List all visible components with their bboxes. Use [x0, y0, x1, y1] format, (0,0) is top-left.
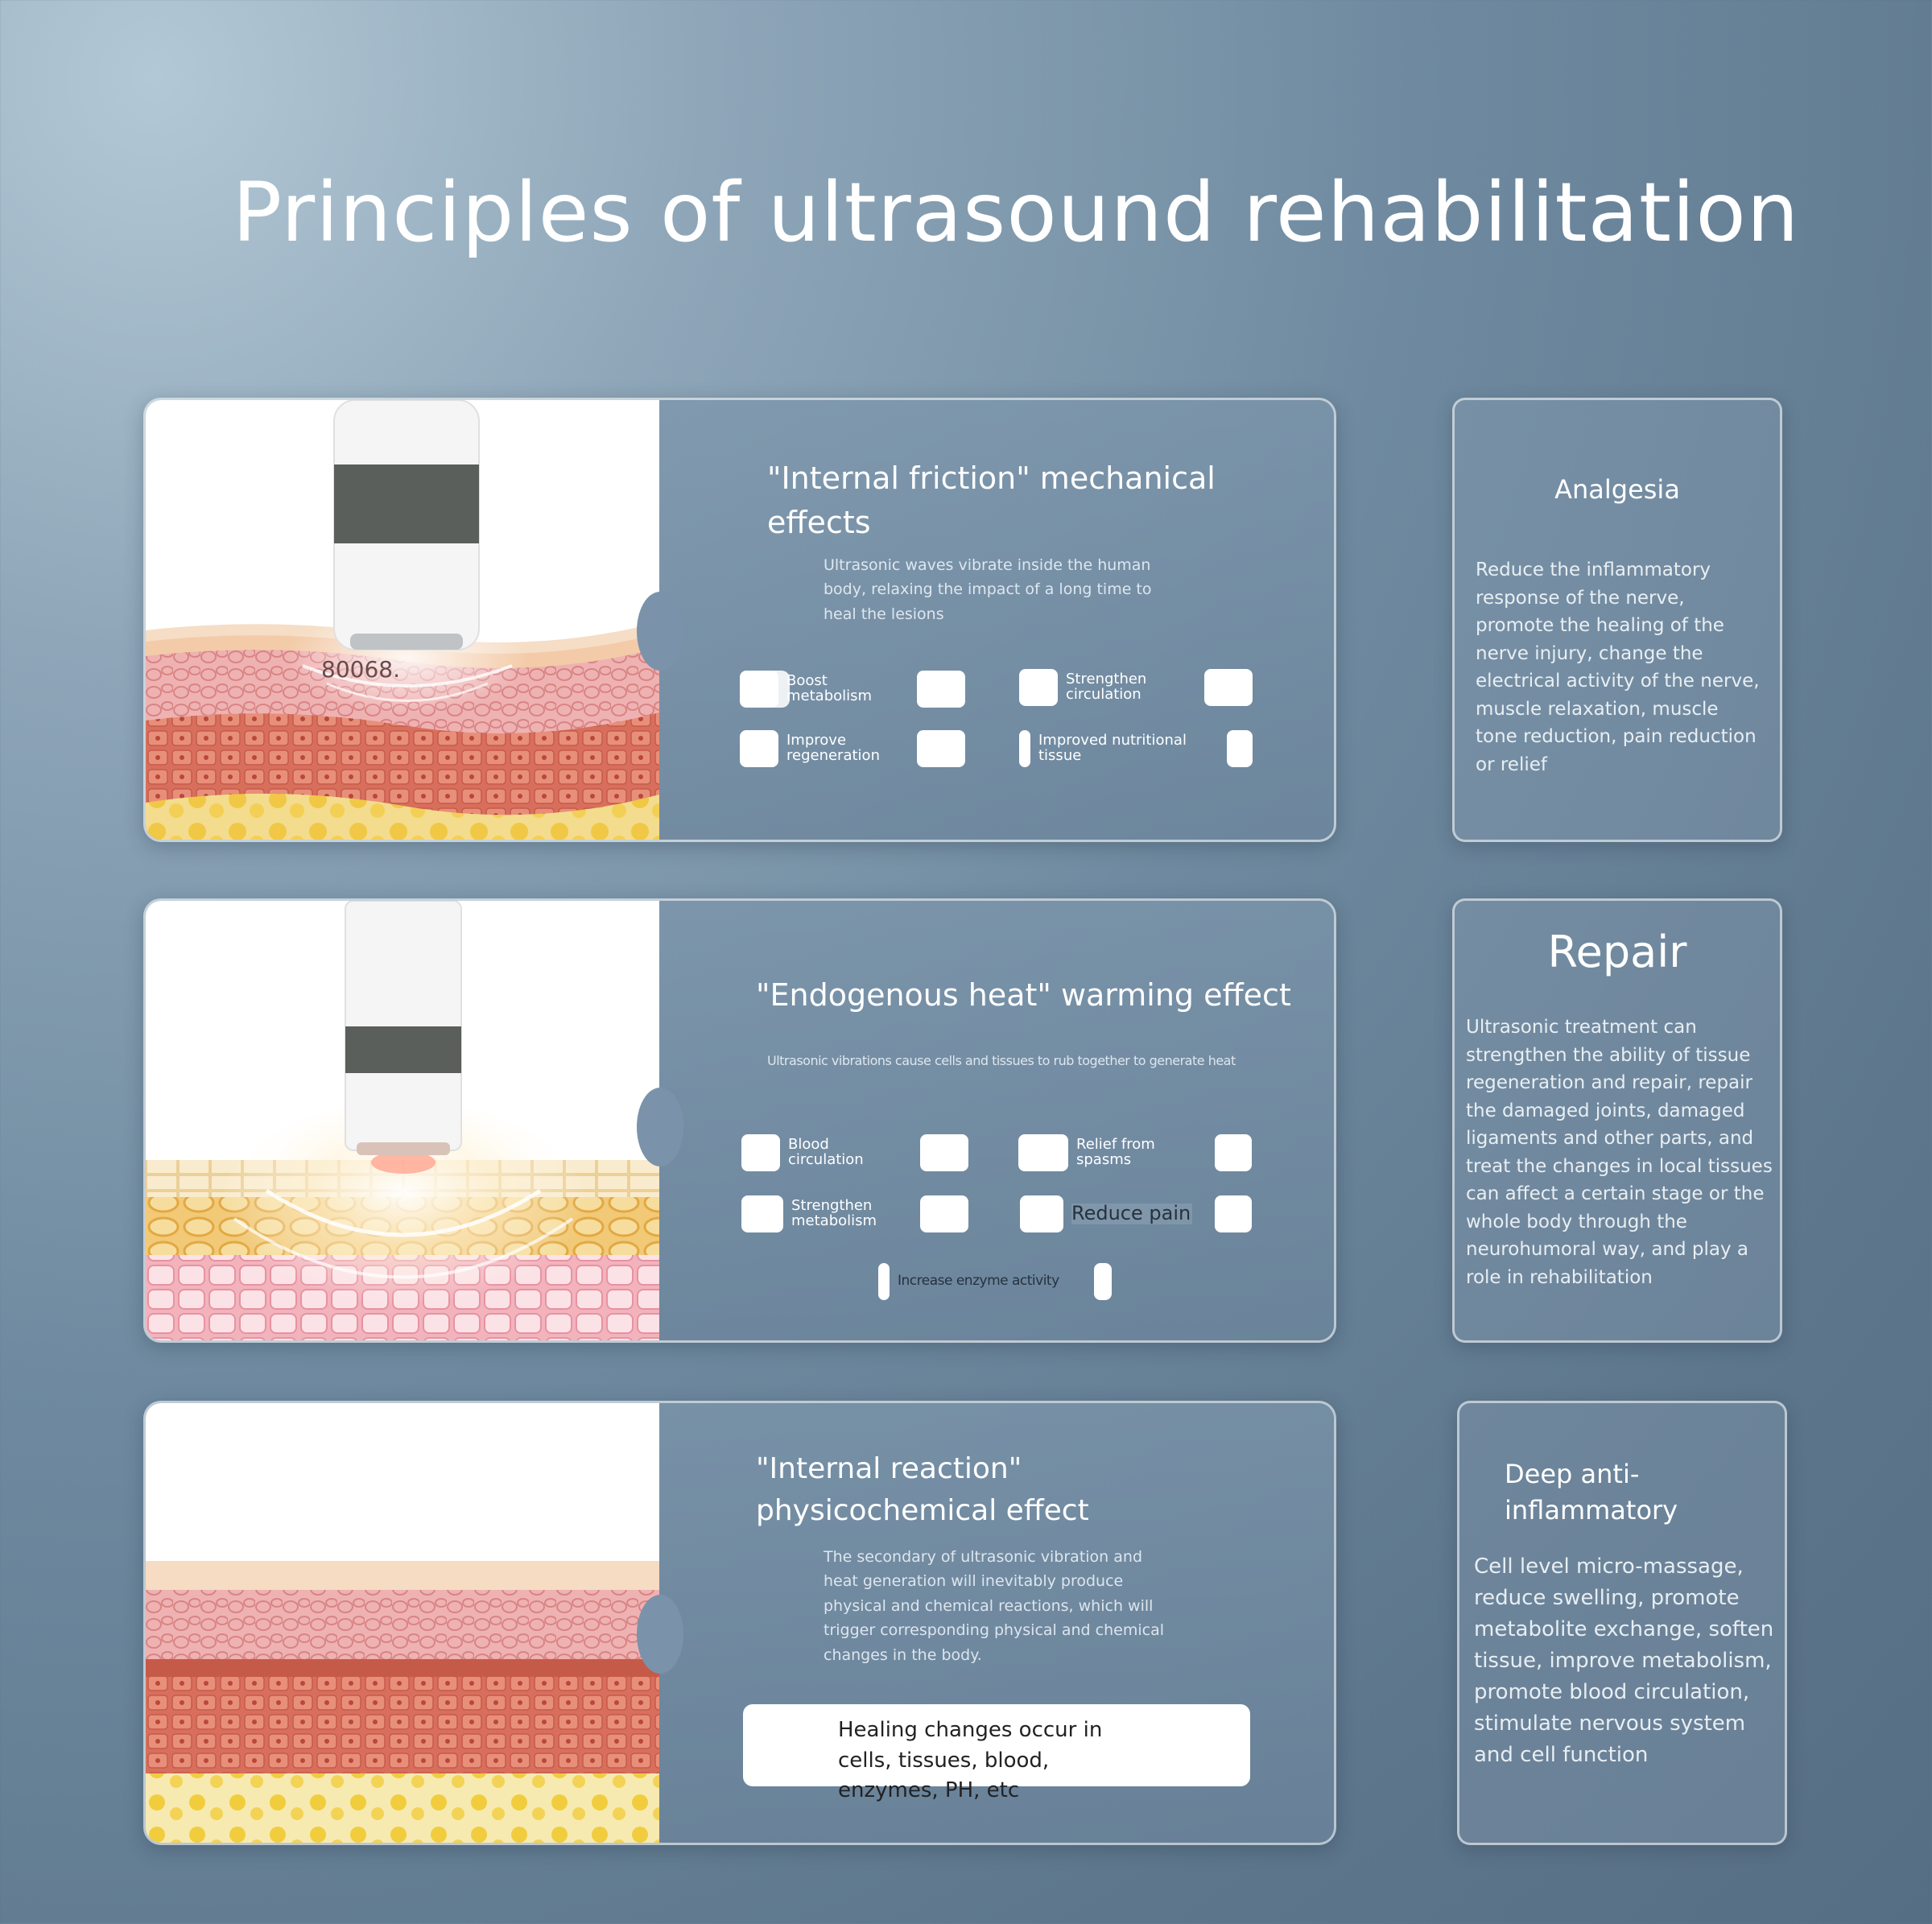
- card-mechanical-effects: 80068. "Internal friction" mechanical ef…: [143, 398, 1336, 842]
- chip-marker: [1215, 1195, 1252, 1232]
- page-title: Principles of ultrasound rehabilitation: [232, 165, 1800, 261]
- chip-strengthen-metabolism: Strengthen metabolism: [741, 1195, 968, 1232]
- chip-marker: [1020, 1195, 1063, 1232]
- chip-strengthen-circulation: Strengthen circulation: [1019, 669, 1253, 706]
- side-body-analgesia: Reduce the inflammatory response of the …: [1476, 559, 1760, 775]
- card-physicochemical-effect: "Internal reaction" physicochemical effe…: [143, 1401, 1336, 1845]
- chip-label: Boost metabolism: [786, 672, 873, 704]
- art-label: 80068.: [321, 656, 400, 683]
- chip-label: Blood circulation: [788, 1136, 864, 1168]
- chip-boost-metabolism: Boost metabolism: [740, 671, 965, 708]
- chip-marker: [1019, 730, 1030, 767]
- skin-illustration-3: [146, 1403, 659, 1843]
- card-notch-3: [637, 1595, 683, 1674]
- chip-marker: [917, 730, 965, 767]
- chip-marker: [917, 671, 965, 708]
- side-card-deep-anti-inflammatory: Deep anti-inflammatory Cell level micro-…: [1457, 1401, 1787, 1845]
- chip-relief-from-spasms: Relief from spasms: [1018, 1134, 1252, 1171]
- card-description-warming: Ultrasonic vibrations cause cells and ti…: [767, 1053, 1236, 1068]
- chip-marker: [1204, 669, 1253, 706]
- side-card-analgesia: Analgesia Reduce the inflammatory respon…: [1452, 398, 1782, 842]
- chip-marker: [1227, 730, 1253, 767]
- side-body-deep-anti-inflammatory: Cell level micro-massage, reduce swellin…: [1474, 1554, 1774, 1767]
- card-title-mechanical: "Internal friction" mechanical effects: [767, 460, 1216, 541]
- card-title-warming: "Endogenous heat" warming effect: [756, 977, 1291, 1013]
- card-notch-2: [637, 1088, 683, 1166]
- chip-marker: [1018, 1134, 1068, 1171]
- chip-label: Strengthen metabolism: [791, 1197, 877, 1229]
- chip-marker: [878, 1263, 890, 1300]
- card-panel-2: [659, 901, 1334, 1340]
- card-notch-1: [637, 592, 683, 671]
- side-title-deep-anti-inflammatory: Deep anti-inflammatory: [1505, 1459, 1678, 1526]
- card-description-mechanical: Ultrasonic waves vibrate inside the huma…: [824, 556, 1152, 623]
- skin-illustration-2: [146, 901, 659, 1340]
- chip-blood-circulation: Blood circulation: [741, 1134, 968, 1171]
- highlight-healing-changes: Healing changes occur in cells, tissues,…: [743, 1704, 1250, 1802]
- chip-marker: [1019, 669, 1058, 706]
- chip-marker: [1094, 1263, 1112, 1300]
- highlight-text: Healing changes occur in cells, tissues,…: [838, 1718, 1103, 1803]
- chip-label: Improve regeneration: [786, 732, 880, 764]
- card-description-physicochemical: The secondary of ultrasonic vibration an…: [824, 1548, 1164, 1664]
- chip-marker: [920, 1195, 968, 1232]
- chip-label: Relief from spasms: [1076, 1136, 1155, 1168]
- chip-marker: [920, 1134, 968, 1171]
- chip-marker: [741, 1195, 783, 1232]
- chip-marker: [740, 730, 778, 767]
- chip-label: Strengthen circulation: [1066, 671, 1147, 703]
- side-title-repair: Repair: [1547, 927, 1687, 977]
- chip-marker: [1215, 1134, 1252, 1171]
- side-body-repair: Ultrasonic treatment can strengthen the …: [1466, 1017, 1773, 1288]
- side-title-analgesia: Analgesia: [1554, 474, 1680, 505]
- chip-improve-regeneration: Improve regeneration: [740, 730, 965, 767]
- chip-marker: [741, 1134, 780, 1171]
- card-warming-effect: "Endogenous heat" warming effect Ultraso…: [143, 898, 1336, 1343]
- chip-marker: [740, 671, 778, 708]
- chip-label: Improved nutritional tissue: [1038, 732, 1187, 764]
- chip-increase-enzyme-activity: Increase enzyme activity: [878, 1263, 1112, 1300]
- chip-improved-nutritional-tissue: Improved nutritional tissue: [1019, 730, 1253, 767]
- chip-reduce-pain: Reduce pain: [1020, 1195, 1252, 1232]
- card-title-physicochemical: "Internal reaction" physicochemical effe…: [756, 1452, 1089, 1528]
- skin-illustration-1: [146, 400, 659, 840]
- side-card-repair: Repair Ultrasonic treatment can strength…: [1452, 898, 1782, 1343]
- chip-label: Increase enzyme activity: [898, 1273, 1059, 1290]
- chip-label: Reduce pain: [1071, 1202, 1192, 1225]
